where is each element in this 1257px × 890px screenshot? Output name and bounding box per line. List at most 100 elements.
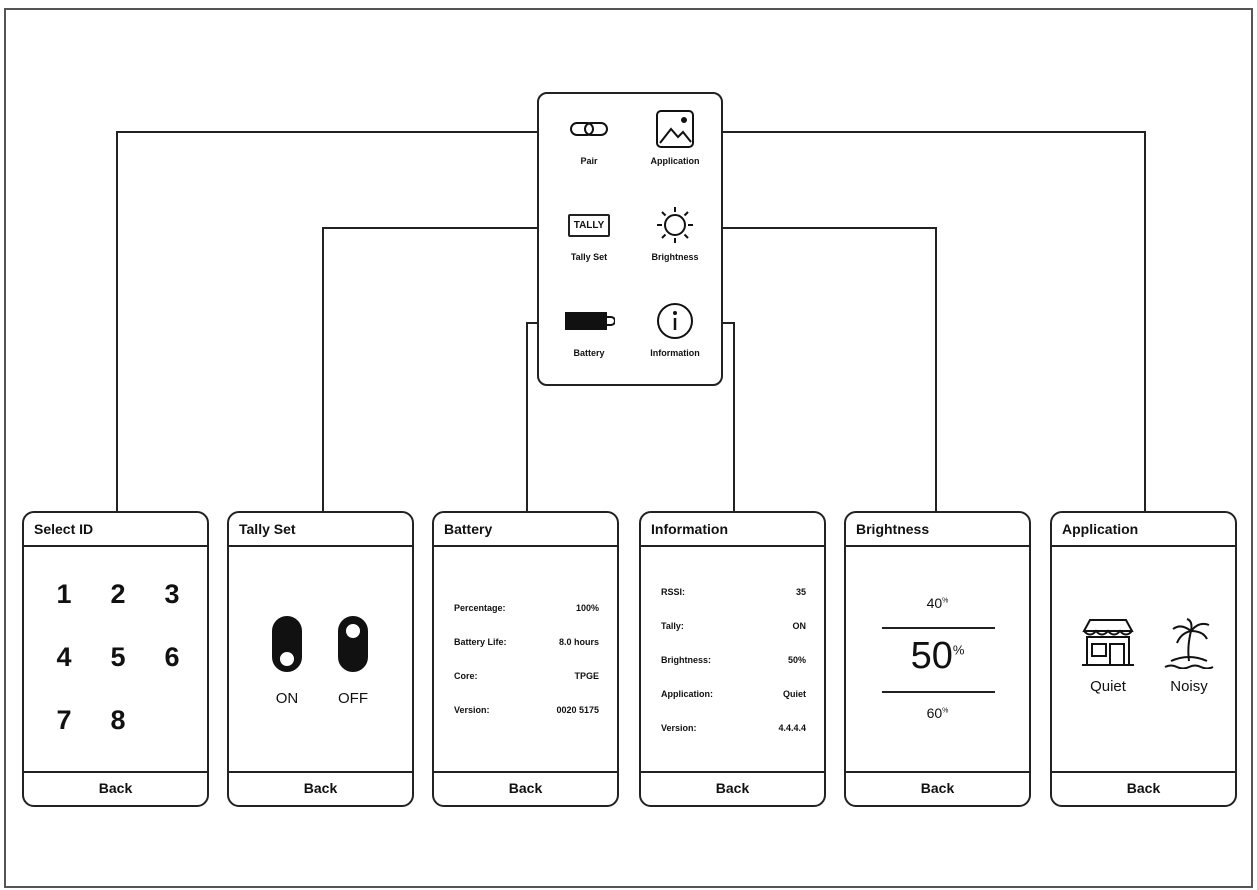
back-button[interactable]: Back [229, 771, 412, 805]
brightness-value: 60 [926, 705, 943, 721]
main-menu: Pair Application TALLY Tally Set [537, 92, 723, 386]
battery-icon [565, 312, 615, 330]
row-value: 4.4.4.4 [778, 723, 806, 733]
menu-item-brightness[interactable]: Brightness [629, 202, 721, 262]
brightness-unit: % [942, 597, 949, 605]
id-option-8[interactable]: 8 [110, 705, 126, 735]
brightness-option-next[interactable]: 60% [846, 705, 1029, 721]
id-option-6[interactable]: 6 [164, 642, 180, 672]
row-label: Brightness: [661, 655, 712, 665]
row-label: Tally: [661, 621, 684, 631]
screen-information: Information RSSI: 35 Tally: ON Brightnes… [639, 511, 826, 807]
info-row: Brightness: 50% [661, 655, 806, 665]
id-option-1[interactable]: 1 [56, 579, 72, 609]
row-label: Version: [454, 705, 490, 715]
screen-title: Brightness [846, 513, 1029, 547]
menu-label-brightness: Brightness [651, 252, 699, 262]
tally-on-label: ON [275, 690, 299, 707]
id-option-7[interactable]: 7 [56, 705, 72, 735]
menu-label-application: Application [650, 156, 700, 166]
info-row: Tally: ON [661, 621, 806, 631]
menu-label-tally: Tally Set [570, 252, 608, 262]
row-value: TPGE [574, 671, 599, 681]
application-option-noisy[interactable]: Noisy [1156, 617, 1222, 695]
id-option-2[interactable]: 2 [110, 579, 126, 609]
row-label: Percentage: [454, 603, 506, 613]
id-option-3[interactable]: 3 [164, 579, 180, 609]
connector-tally [322, 227, 557, 511]
menu-label-pair: Pair [580, 156, 598, 166]
shop-icon [1082, 619, 1134, 666]
back-button[interactable]: Back [1052, 771, 1235, 805]
row-value: ON [792, 621, 807, 631]
brightness-option-current[interactable]: 50% [846, 635, 1029, 678]
row-label: Application: [661, 689, 713, 699]
id-option-5[interactable]: 5 [110, 642, 126, 672]
connector-pair [116, 131, 557, 511]
battery-row: Version: 0020 5175 [454, 705, 599, 715]
menu-label-information: Information [650, 348, 700, 358]
menu-item-application[interactable]: Application [629, 106, 721, 166]
battery-row: Battery Life: 8.0 hours [454, 637, 599, 647]
id-keypad: 1 2 3 4 5 6 7 8 [24, 547, 207, 771]
toggle-knob [344, 622, 362, 640]
menu-item-pair[interactable]: Pair [543, 106, 635, 166]
info-row: RSSI: 35 [661, 587, 806, 597]
divider [882, 627, 995, 629]
brightness-unit: % [942, 707, 949, 715]
menu-item-battery[interactable]: Battery [543, 298, 635, 358]
screen-title: Battery [434, 513, 617, 547]
row-label: Core: [454, 671, 478, 681]
brightness-option-prev[interactable]: 40% [846, 595, 1029, 611]
connector-brightness [702, 227, 937, 511]
battery-row: Core: TPGE [454, 671, 599, 681]
divider [882, 691, 995, 693]
battery-row: Percentage: 100% [454, 603, 599, 613]
row-value: 8.0 hours [558, 637, 599, 647]
screen-brightness: Brightness 40% 50% 60% Back [844, 511, 1031, 807]
row-value: Quiet [782, 689, 806, 699]
id-option-4[interactable]: 4 [56, 642, 72, 672]
screen-application: Application Quiet [1050, 511, 1237, 807]
row-value: 35 [795, 587, 806, 597]
menu-item-information[interactable]: Information [629, 298, 721, 358]
screen-battery: Battery Percentage: 100% Battery Life: 8… [432, 511, 619, 807]
tally-on-toggle[interactable] [272, 616, 302, 672]
row-value: 100% [575, 603, 599, 613]
diagram-frame [4, 8, 1253, 888]
info-row: Version: 4.4.4.4 [661, 723, 806, 733]
menu-label-battery: Battery [573, 348, 605, 358]
connector-application [702, 131, 1146, 511]
row-label: Battery Life: [454, 637, 507, 647]
screen-title: Application [1052, 513, 1235, 547]
back-button[interactable]: Back [846, 771, 1029, 805]
sun-icon [657, 207, 693, 243]
menu-item-tally[interactable]: TALLY Tally Set [543, 202, 635, 262]
back-button[interactable]: Back [24, 771, 207, 805]
row-value: 0020 5175 [556, 705, 599, 715]
toggle-knob [278, 650, 296, 668]
row-value: 50% [787, 655, 806, 665]
screen-title: Select ID [24, 513, 207, 547]
application-quiet-label: Quiet [1090, 678, 1126, 695]
info-row: Application: Quiet [661, 689, 806, 699]
screen-title: Information [641, 513, 824, 547]
application-option-quiet[interactable]: Quiet [1078, 617, 1138, 695]
back-button[interactable]: Back [434, 771, 617, 805]
screen-tally-set: Tally Set ON OFF Back [227, 511, 414, 807]
tally-icon: TALLY [567, 213, 611, 237]
brightness-value: 50 [910, 635, 953, 677]
island-icon [1164, 618, 1214, 670]
brightness-unit: % [952, 642, 965, 658]
tally-off-toggle[interactable] [338, 616, 368, 672]
row-label: RSSI: [661, 587, 686, 597]
back-button[interactable]: Back [641, 771, 824, 805]
link-icon [570, 122, 608, 136]
application-noisy-label: Noisy [1170, 678, 1208, 695]
row-label: Version: [661, 723, 697, 733]
info-icon [657, 303, 693, 339]
tally-off-label: OFF [338, 690, 368, 707]
screen-title: Tally Set [229, 513, 412, 547]
image-icon [656, 110, 694, 148]
brightness-value: 40 [926, 595, 943, 611]
